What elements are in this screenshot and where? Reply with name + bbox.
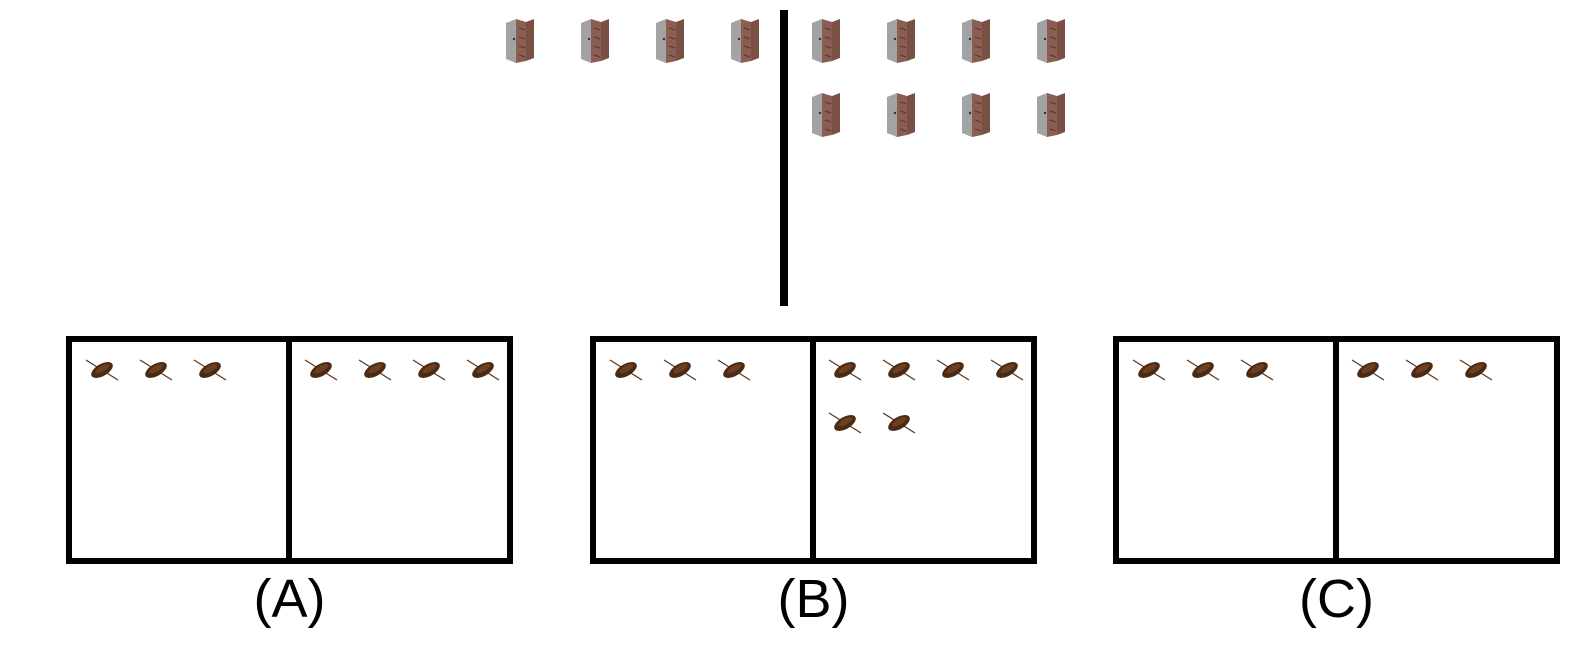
rowboat-icon (304, 358, 338, 382)
rowboat-icon (828, 358, 862, 382)
option-label: (B) (777, 569, 850, 629)
rowboat-icon (358, 358, 392, 382)
cabinet-icon (811, 92, 841, 138)
rowboat-icon (1459, 358, 1493, 382)
cabinet-icon (961, 18, 991, 64)
cabinet-icon (505, 18, 535, 64)
cabinet-icon (886, 18, 916, 64)
cabinet-icon (580, 18, 610, 64)
option-c (1113, 336, 1560, 564)
rowboat-icon (990, 358, 1024, 382)
option-label: (C) (1299, 569, 1374, 629)
rowboat-icon (85, 358, 119, 382)
cabinet-icon (886, 92, 916, 138)
cabinet-icon (961, 92, 991, 138)
rowboat-icon (609, 358, 643, 382)
cabinet-icon (1036, 92, 1066, 138)
rowboat-icon (139, 358, 173, 382)
cabinet-icon (655, 18, 685, 64)
rowboat-icon (882, 358, 916, 382)
rowboat-icon (1132, 358, 1166, 382)
cabinet-icon (811, 18, 841, 64)
top-left-group (505, 18, 760, 64)
cabinet-icon (1036, 18, 1066, 64)
rowboat-icon (828, 411, 862, 435)
rowboat-icon (412, 358, 446, 382)
rowboat-icon (1405, 358, 1439, 382)
rowboat-icon (936, 358, 970, 382)
rowboat-icon (466, 358, 500, 382)
rowboat-icon (882, 411, 916, 435)
option-label: (A) (253, 569, 326, 629)
rowboat-icon (193, 358, 227, 382)
option-a (66, 336, 513, 564)
option-b (590, 336, 1037, 564)
rowboat-icon (1186, 358, 1220, 382)
rowboat-icon (1240, 358, 1274, 382)
rowboat-icon (717, 358, 751, 382)
rowboat-icon (663, 358, 697, 382)
top-right-group (811, 18, 1066, 138)
rowboat-icon (1351, 358, 1385, 382)
cabinet-icon (730, 18, 760, 64)
